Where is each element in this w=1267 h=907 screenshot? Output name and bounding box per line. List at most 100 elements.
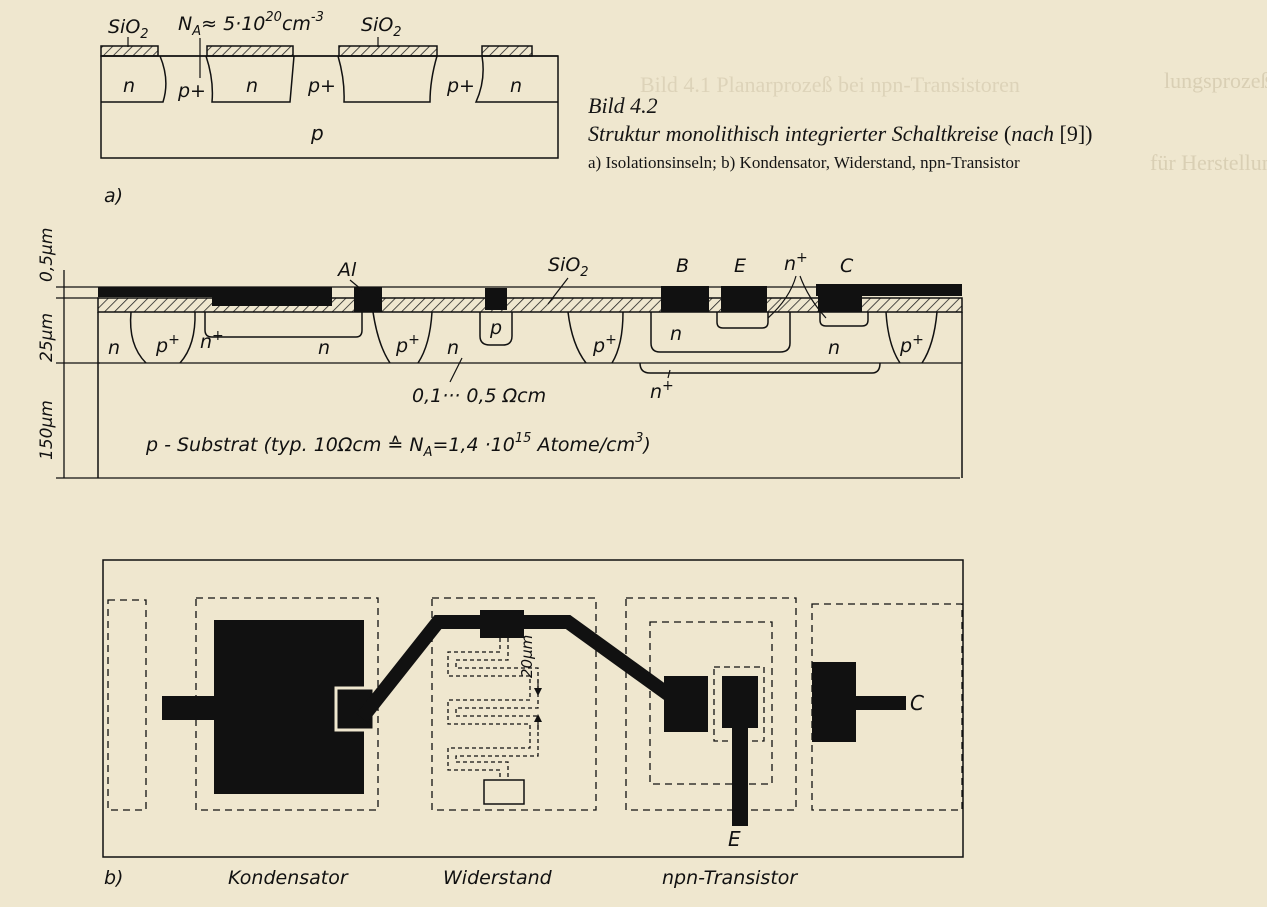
capacitor-lead xyxy=(162,696,216,720)
region-label: n xyxy=(828,337,840,359)
dimension-label: 150µm xyxy=(37,400,57,460)
isolation-wall xyxy=(179,311,196,364)
isolation-wall xyxy=(129,311,147,364)
collector-metal xyxy=(816,284,962,296)
terminal-e-label: E xyxy=(728,827,741,851)
section-label-npn-transistor: npn-Transistor xyxy=(662,867,798,889)
island-boundary xyxy=(625,597,797,811)
wafer-outline xyxy=(100,55,559,159)
isolation-wall xyxy=(417,311,433,364)
dimension-label: 0,5µm xyxy=(37,228,57,282)
region-label: p xyxy=(489,317,502,339)
region-label: p+ xyxy=(592,332,617,357)
region-label: n xyxy=(246,75,258,97)
substrate-label: p - Substrat (typ. 10Ωcm ≙ NA=1,4 ·1015 … xyxy=(145,431,651,460)
buried-layer-label: n+ xyxy=(650,378,674,403)
base-terminal-label: B xyxy=(676,255,689,277)
dimension-label: 20µm xyxy=(518,635,536,678)
figure-title: Struktur monolithisch integrierter Schal… xyxy=(588,121,1093,146)
region-label: n xyxy=(447,337,459,359)
bleed-through-text: Bild 4.1 Planarprozeß bei npn-Transistor… xyxy=(640,72,1020,97)
region-label: n xyxy=(108,337,120,359)
region-label: n+ xyxy=(200,328,224,353)
isolation-wall xyxy=(885,311,901,364)
figure-b-cross-section: 0,5µm 25µm 150µm Al SiO2 xyxy=(37,228,963,479)
base-region xyxy=(650,312,791,353)
collector-contact xyxy=(818,296,862,312)
oxide-strip xyxy=(338,45,438,57)
metal-contact xyxy=(354,287,382,312)
island-boundary xyxy=(101,55,167,103)
resistivity-label: 0,1··· 0,5 Ωcm xyxy=(412,385,546,407)
region-label: n xyxy=(318,337,330,359)
buried-layer xyxy=(639,362,881,374)
resistor-meander xyxy=(455,638,539,780)
collector-nplus xyxy=(819,312,869,327)
region-label: p+ xyxy=(395,332,420,357)
isolation-wall xyxy=(372,311,391,364)
region-label: n xyxy=(510,75,522,97)
nplus-region xyxy=(204,312,363,338)
section-label-widerstand: Widerstand xyxy=(443,867,553,889)
oxide-strip xyxy=(206,45,294,57)
doping-label: NA≈ 5·1020cm-3 xyxy=(178,10,324,39)
sio2-label: SiO2 xyxy=(548,254,589,280)
collector-terminal-label: C xyxy=(840,255,854,277)
emitter-terminal-label: E xyxy=(734,255,746,277)
emitter-region xyxy=(716,312,769,329)
region-label: p+ xyxy=(446,75,475,97)
isolation-wall xyxy=(611,311,624,364)
metal-contact xyxy=(485,288,507,310)
isolation-wall xyxy=(567,311,587,364)
chip-outline xyxy=(102,559,964,858)
figure-number: Bild 4.2 xyxy=(588,93,658,118)
emitter-contact xyxy=(721,286,767,312)
base-contact xyxy=(661,286,709,312)
collector-lead xyxy=(854,696,906,710)
figure-b-layout: 20µm C E b) Kondensator Widerstand npn-T… xyxy=(102,559,964,889)
substrate-label: p xyxy=(310,121,324,145)
sio2-label: SiO2 xyxy=(108,16,149,42)
terminal-c-label: C xyxy=(910,691,924,715)
island-boundary xyxy=(205,55,295,103)
metal-layer xyxy=(212,296,332,306)
emitter-contact xyxy=(722,676,758,728)
figure-caption: Bild 4.2 Struktur monolithisch integrier… xyxy=(588,92,1258,176)
al-label: Al xyxy=(336,259,357,281)
base-boundary xyxy=(649,621,773,785)
emitter-lead xyxy=(732,726,748,826)
figure-a: SiO2 NA≈ 5·1020cm-3 SiO2 n p+ n p+ p+ n … xyxy=(100,10,559,207)
island-boundary xyxy=(431,597,597,811)
resistor-end-contact xyxy=(483,779,525,805)
metal-layer xyxy=(98,287,332,297)
oxide-strip xyxy=(100,45,159,57)
sio2-label: SiO2 xyxy=(361,14,402,40)
figure-a-label: a) xyxy=(104,185,123,207)
resistor-meander xyxy=(447,638,531,780)
region-label: p+ xyxy=(177,80,206,102)
dimension-label: 25µm xyxy=(37,313,57,362)
region-label: n xyxy=(123,75,135,97)
region-label: p+ xyxy=(307,75,336,97)
figure-subtitle: a) Isolationsinseln; b) Kondensator, Wid… xyxy=(588,153,1020,172)
oxide-strip xyxy=(481,45,533,57)
island-boundary xyxy=(107,599,147,811)
region-label: p+ xyxy=(155,332,180,357)
bleed-through-text: für Herstellung xyxy=(1150,150,1267,175)
region-label: p+ xyxy=(899,332,924,357)
base-contact xyxy=(664,676,708,732)
island-boundary xyxy=(474,55,558,103)
emitter-boundary xyxy=(713,666,765,742)
bleed-through-text: lungsprozeß xyxy=(1164,68,1267,93)
figure-b-label: b) xyxy=(104,867,123,889)
region-label: n xyxy=(670,323,682,345)
nplus-label: n+ xyxy=(784,250,808,275)
section-label-kondensator: Kondensator xyxy=(228,867,349,889)
collector-contact xyxy=(812,662,856,742)
island-boundary xyxy=(337,55,438,103)
isolation-wall xyxy=(921,311,938,364)
island-boundary xyxy=(811,603,963,811)
resistor-contact xyxy=(480,610,524,638)
p-region xyxy=(479,312,513,346)
